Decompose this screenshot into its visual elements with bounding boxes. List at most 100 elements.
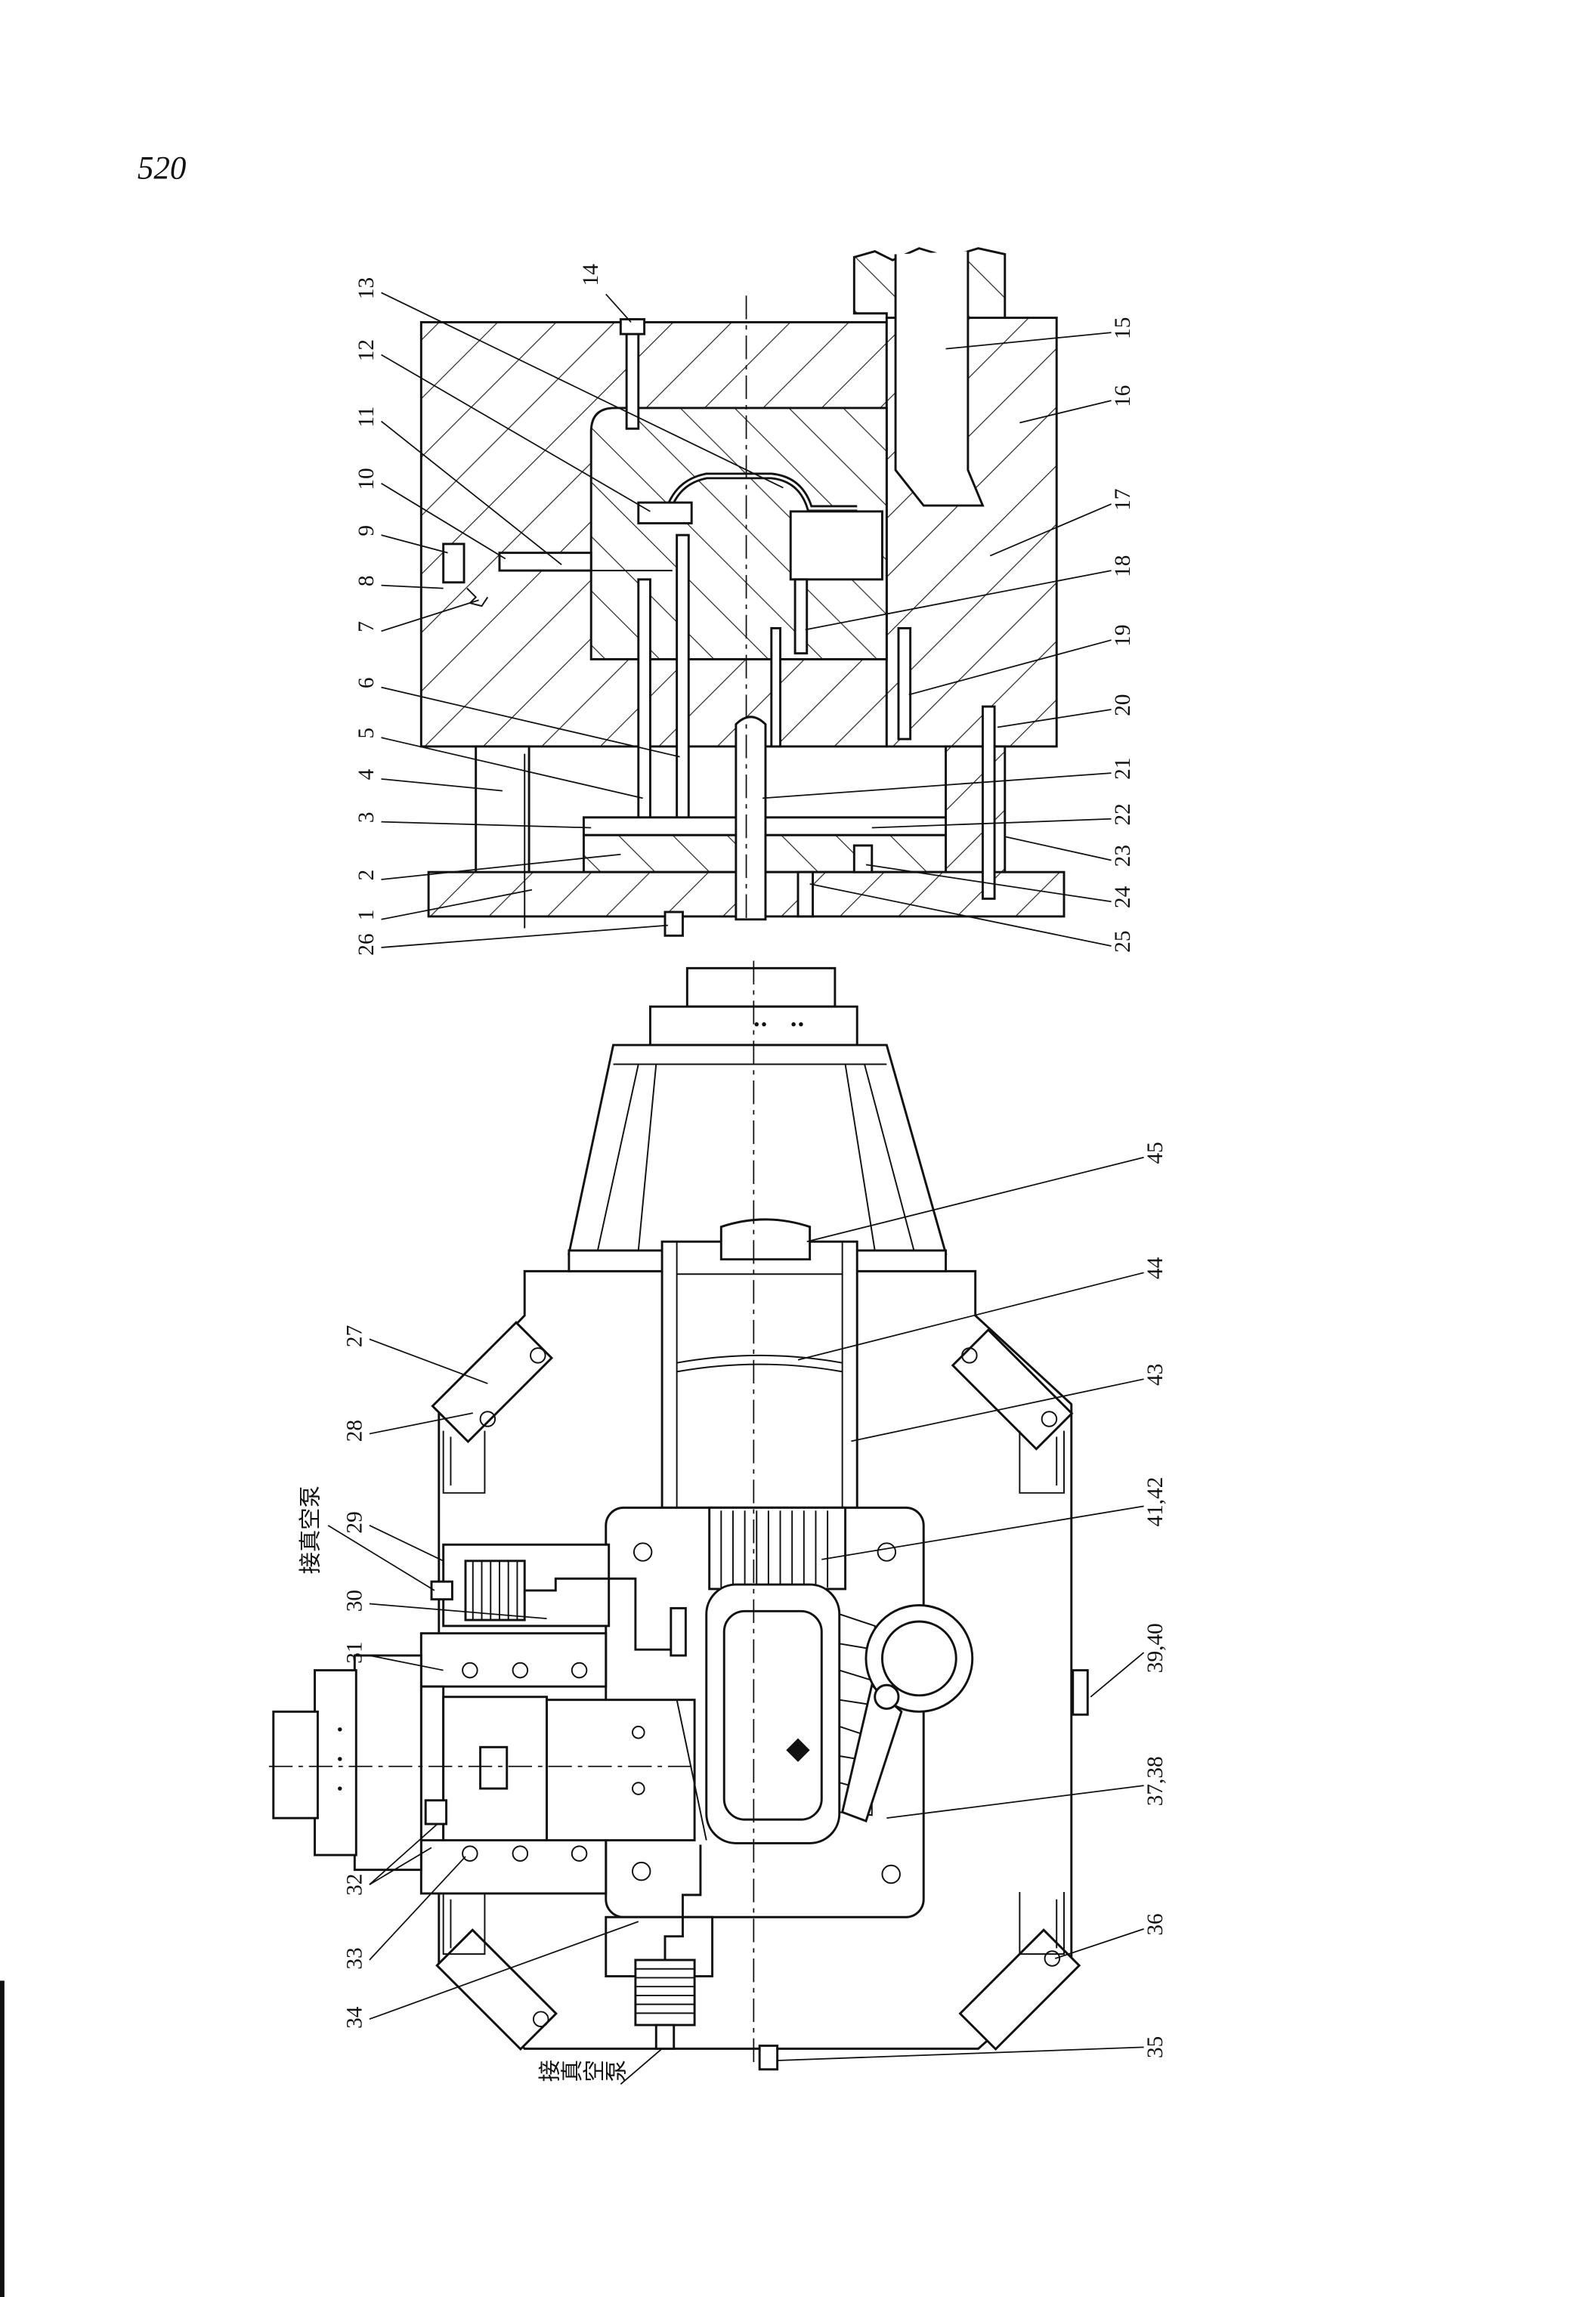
callout-35: 35 [1143,2036,1168,2058]
wedge-bolt-hole [530,1347,546,1364]
leader-15 [945,332,1112,350]
callout-25: 25 [1111,930,1135,952]
lifting-ring-inner [881,1620,957,1697]
guide-slot [498,552,592,572]
cylinder-body [314,1669,357,1856]
leader-12 [381,354,651,512]
callout-18: 18 [1111,555,1135,577]
drive-shaft-end [685,966,837,1008]
callout-44: 44 [1143,1257,1168,1279]
callout-12: 12 [354,339,379,361]
fitting-39-40 [1072,1669,1089,1716]
leader-20 [997,709,1112,728]
cylinder-housing [660,1240,858,1509]
corner-bracket [442,1430,486,1494]
slide-core [546,1699,696,1841]
leader-16 [1019,400,1112,424]
leader-32b [369,1847,432,1885]
screw-25 [796,870,815,918]
formed-part-inner [722,1609,823,1821]
molded-part-inner [638,475,858,513]
spacer-block-left [475,745,530,876]
callout-36: 36 [1143,1913,1168,1935]
leader-2 [381,853,621,880]
wedge-bolt-hole [1044,1950,1061,1967]
callout-6: 6 [354,677,379,688]
vacuum-nipple-top [430,1580,453,1601]
plate-hole [462,1845,478,1862]
scan-edge-line [0,1980,5,2297]
callout-31: 31 [342,1641,367,1663]
wedge-block [435,1928,558,2051]
flange-mark [338,1786,342,1791]
fitting-35 [758,2044,779,2071]
callout-8: 8 [354,575,379,586]
callout-26: 26 [354,933,379,955]
leader-3 [381,821,592,829]
leader-28 [369,1412,473,1435]
pin-26 [663,910,684,937]
leader-45 [806,1156,1144,1243]
vacuum-nipple-bottom [654,2023,676,2050]
callout-3: 3 [354,812,379,823]
callout-16: 16 [1111,385,1135,407]
leader-37-38 [886,1785,1144,1819]
flange-mark [754,1022,759,1027]
leader-32a [369,1823,438,1885]
guide-pin-20 [981,705,996,900]
callout-27: 27 [342,1325,367,1347]
top-leader-lines [380,292,1112,948]
slide-pin [479,1745,509,1790]
heater-bank [708,1506,847,1591]
callout-13: 13 [354,277,379,299]
leader-31 [369,1655,444,1671]
corner-bracket [442,1891,486,1955]
support-frame-leg-inner [596,1064,916,1254]
plate-31 [419,1632,608,1688]
leader-44 [797,1272,1144,1361]
leader-27 [369,1338,488,1384]
wedge-block [958,1928,1081,2051]
mold-cross-section-figure [419,247,1066,937]
small-pin [770,626,781,748]
vacuum-valve [670,1606,687,1657]
leader-22 [871,818,1112,829]
leader-26 [381,924,668,948]
leader-8 [381,584,444,589]
slide-guide-32 [424,1799,448,1826]
cylinder-rod [272,1710,319,1819]
callout-17: 17 [1111,489,1135,511]
plate-bolt-hole [877,1542,897,1562]
leader-34 [369,1921,639,2020]
top-callouts: 13 12 11 10 9 8 7 6 5 4 3 2 1 26 14 15 1… [354,264,1135,956]
screw-14-head [619,318,646,335]
callout-9: 9 [354,525,379,536]
callout-2: 2 [354,870,379,881]
bottom-leader-lines [327,1156,1145,2085]
corner-bracket [1019,1891,1065,1955]
return-pin-21 [735,716,767,921]
vacuum-pump-label-bottom: 接真空泵 [538,2060,626,2085]
callout-24: 24 [1111,886,1135,908]
callout-32: 32 [342,1874,367,1896]
vacuum-pipe-top [524,1577,677,1651]
slide-hole [632,1725,645,1739]
bellows-top-ribs [472,1560,518,1621]
slide-hole [632,1782,645,1795]
bellows-bottom [634,1958,696,2026]
plate-bolt-hole [881,1864,901,1884]
callout-28: 28 [342,1420,367,1442]
leader-vacuum-top [327,1525,435,1591]
core-insert [589,407,888,660]
leader-18 [805,570,1112,631]
boss-insert [637,501,693,524]
leader-33 [369,1856,466,1961]
locating-fitting [442,543,466,584]
screw-24 [852,844,874,873]
callout-20: 20 [1111,694,1135,716]
leader-vacuum-bottom [620,2048,663,2085]
ejector-pin-5 [637,578,651,822]
corner-bracket [1019,1430,1065,1494]
wedge-block [431,1321,554,1444]
ejector-pin-6 [676,533,690,822]
